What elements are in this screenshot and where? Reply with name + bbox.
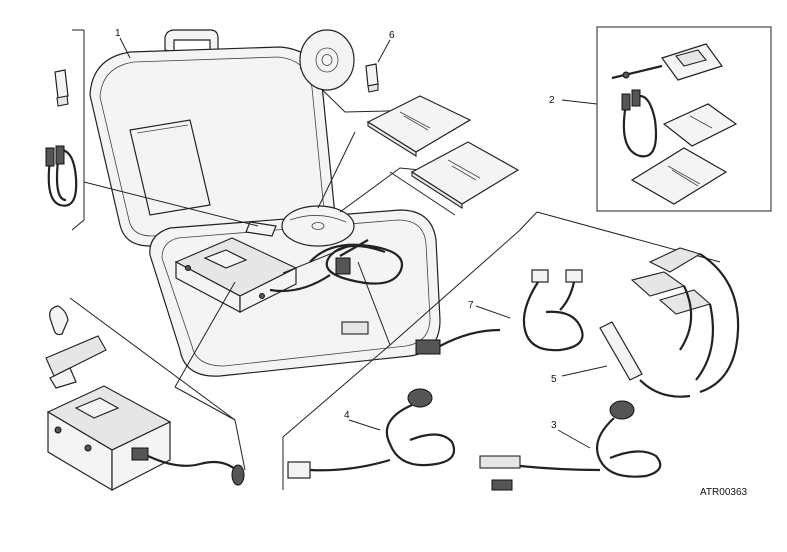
callout-2: 2: [549, 95, 555, 106]
diagnostic-unit-in-case: [174, 237, 298, 313]
cable-5-connector: [599, 321, 691, 398]
usb-stick-6: [365, 63, 379, 93]
battery-clips: [630, 247, 740, 394]
callout-5: 5: [551, 374, 557, 385]
cd-disc: [299, 29, 355, 91]
cable-3: [479, 400, 662, 491]
cd-in-case: [281, 205, 355, 247]
diagnostic-unit: [46, 385, 245, 492]
cable-7: [415, 269, 584, 355]
callout-7: 7: [468, 300, 474, 311]
carabiner: [49, 305, 69, 336]
cable-coil-in-case: [269, 239, 403, 293]
callout-3: 3: [551, 420, 557, 431]
kit-2-frame: [596, 26, 772, 212]
cable-4: [287, 388, 456, 479]
callout-6: 6: [389, 30, 395, 41]
manuals-middle: [366, 95, 520, 210]
handheld-tester: [611, 43, 723, 81]
usb-in-case: [245, 221, 277, 237]
kit-2-cable: [621, 89, 658, 158]
callout-1: 1: [115, 28, 121, 39]
reference-code: ATR00363: [700, 487, 748, 498]
carrying-case: [89, 29, 441, 377]
usb-stick-left: [54, 69, 69, 107]
usb-cable-left: [45, 145, 78, 207]
kit-2-manuals: [630, 103, 738, 205]
callout-4: 4: [344, 410, 350, 421]
strap: [45, 335, 107, 389]
